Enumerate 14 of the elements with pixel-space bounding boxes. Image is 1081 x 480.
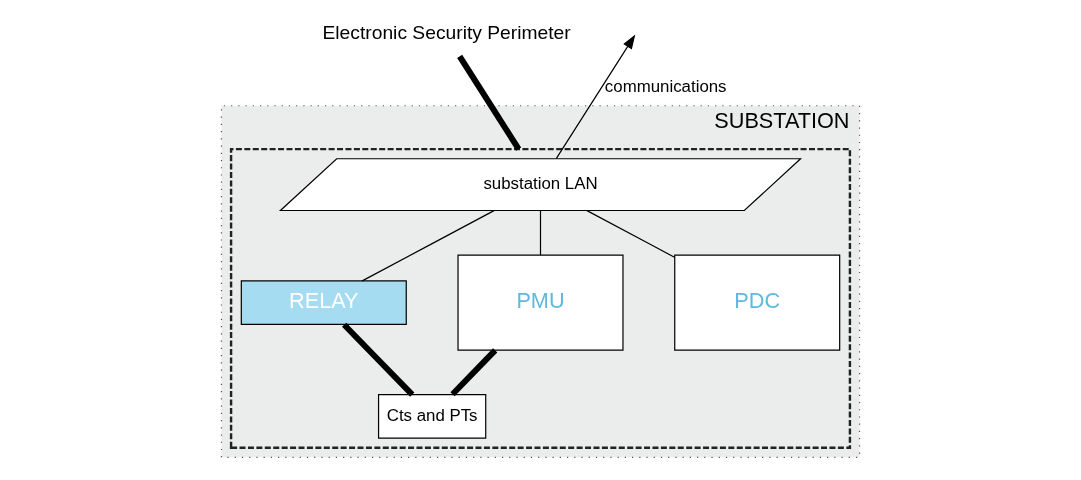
edge-label: communications [604,76,727,96]
arrow [555,34,636,160]
node-box: PDC [674,254,841,351]
node-box: RELAY [240,280,407,325]
node-box: Cts and PTs [377,394,487,439]
connector [586,210,676,258]
connector [450,348,498,397]
connector [457,54,522,151]
node-text: Electronic Security Perimeter [322,22,571,44]
connector [361,210,495,282]
connector [342,322,415,397]
cluster [229,147,852,449]
node-box: PMU [457,254,624,351]
connector [539,210,542,256]
